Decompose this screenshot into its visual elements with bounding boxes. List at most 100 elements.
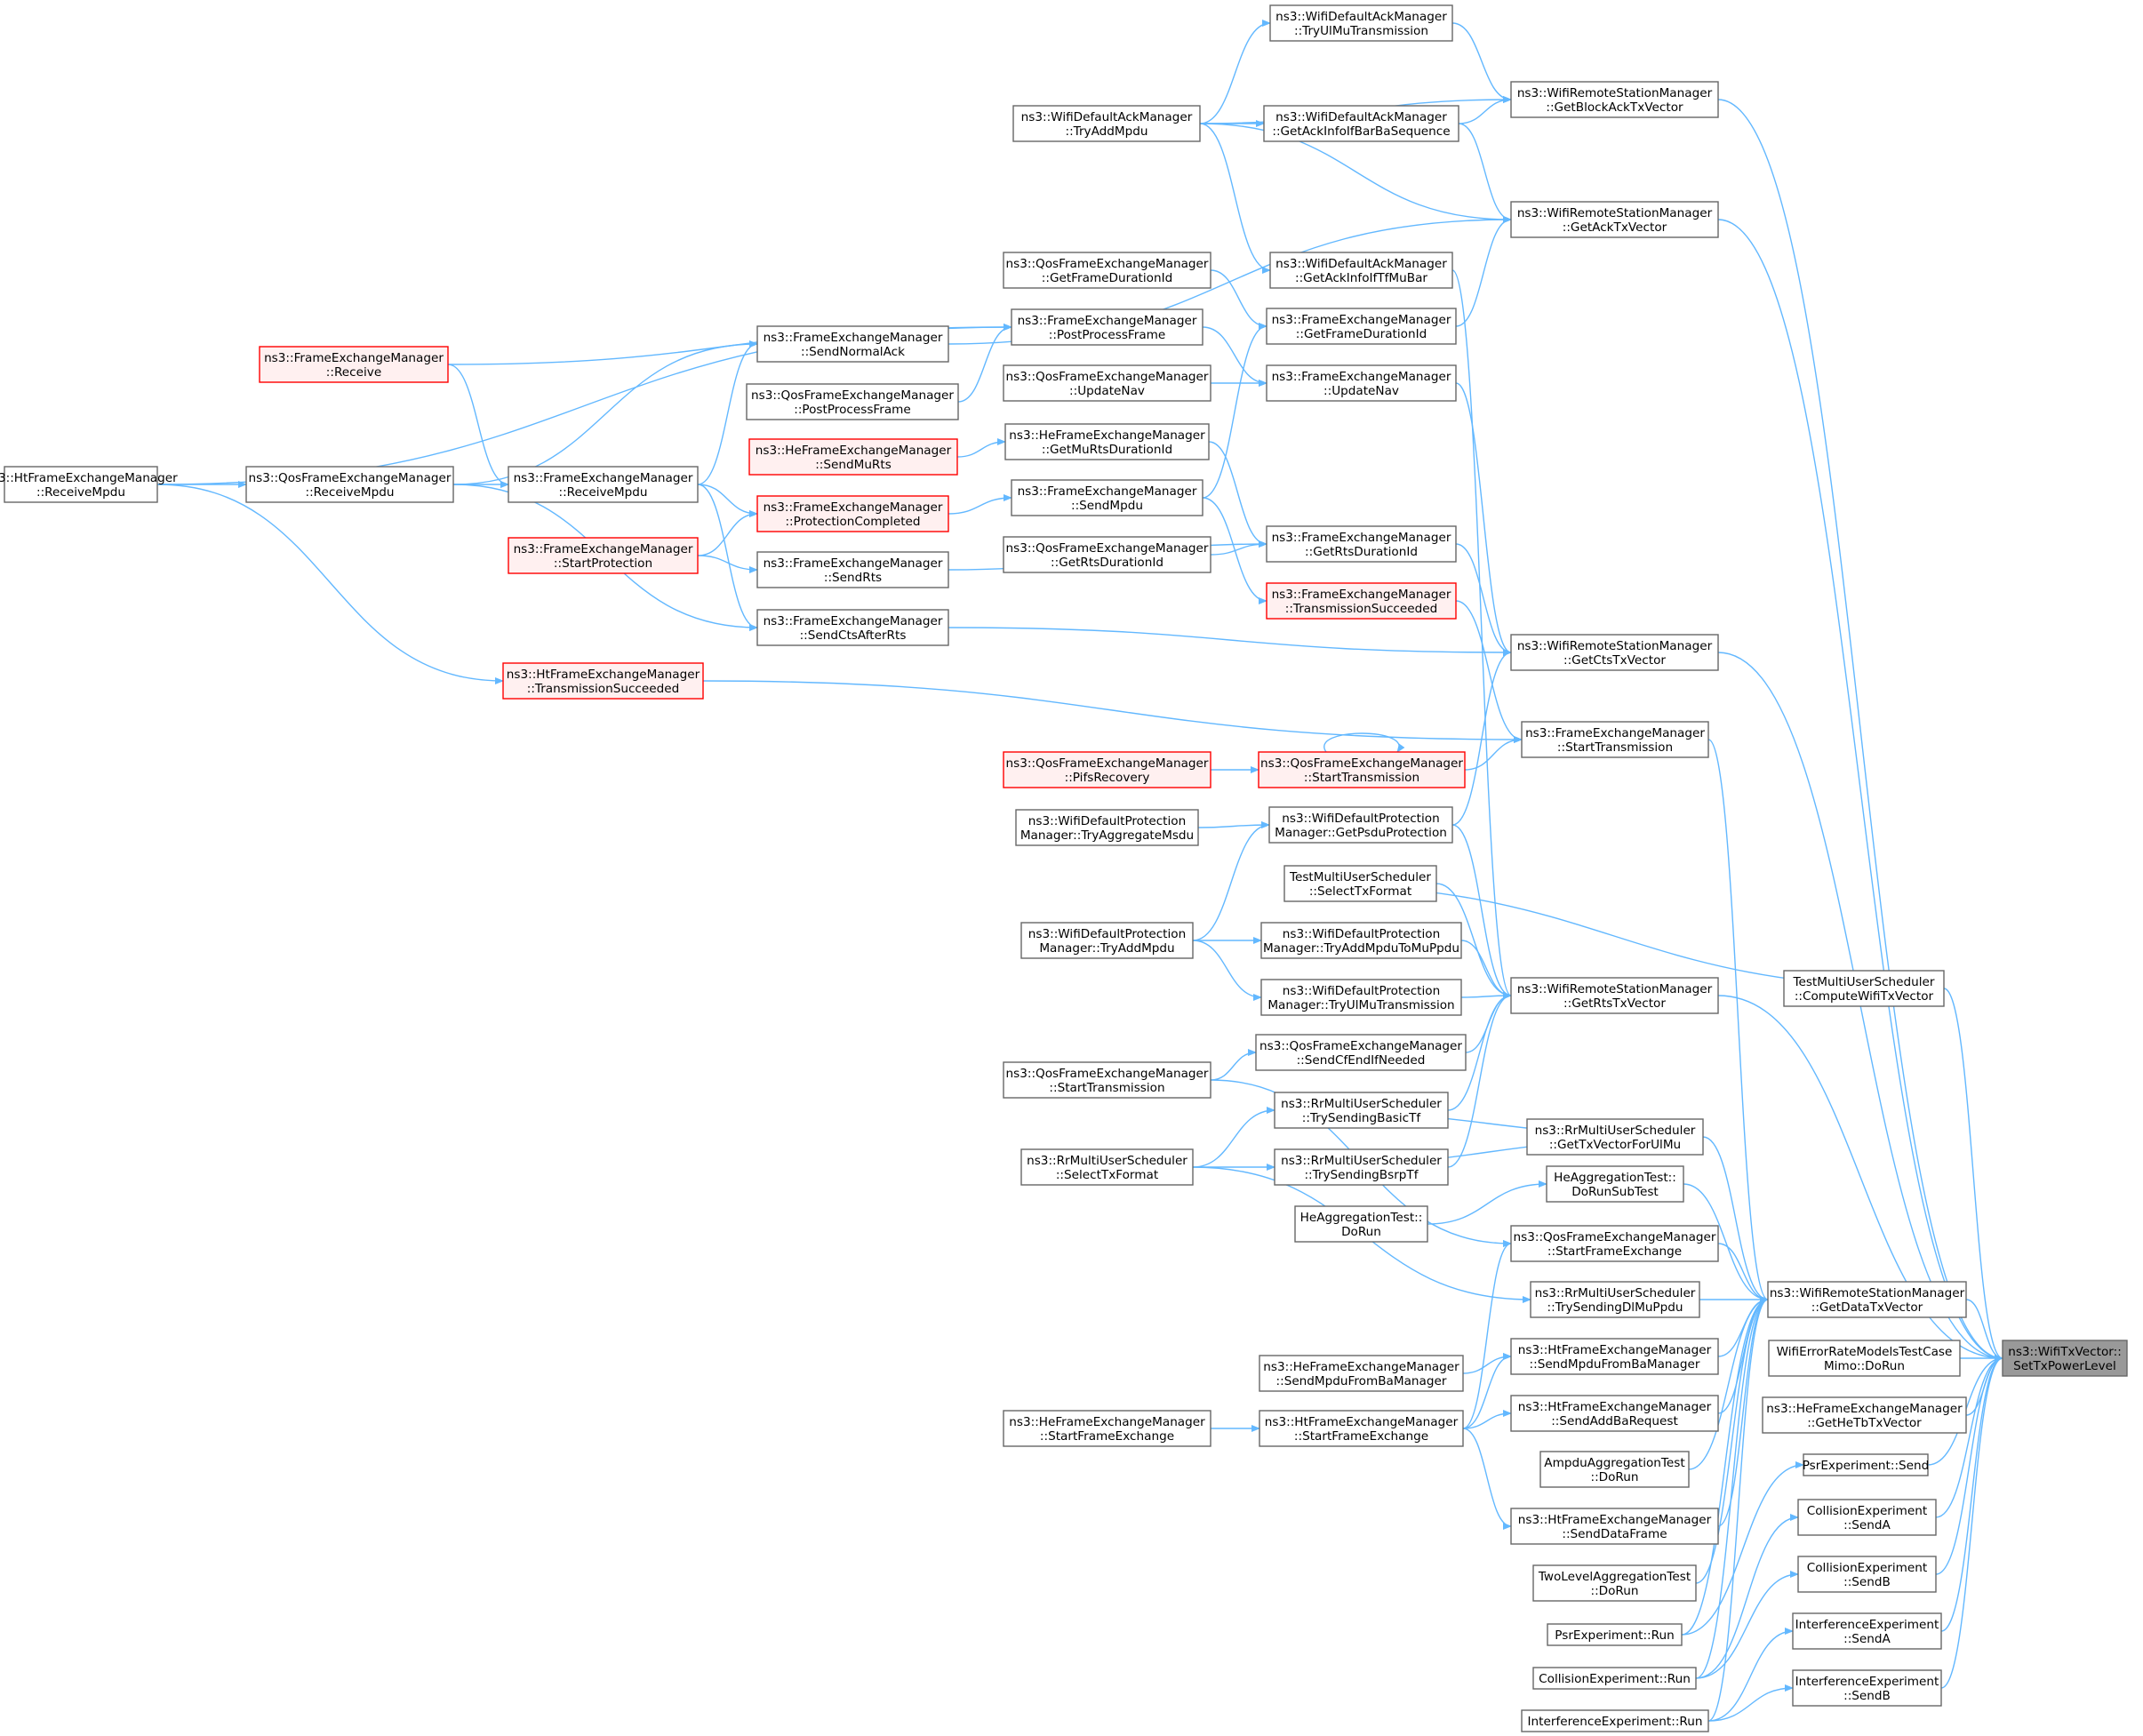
graph-node-htframeexchangemanager-senddataframe[interactable]: ns3::HtFrameExchangeManager::SendDataFra… (1510, 1508, 1719, 1545)
graph-node-collisionexperiment-run[interactable]: CollisionExperiment::Run (1532, 1667, 1697, 1690)
graph-node-ampduaggregationtest-dorun[interactable]: AmpduAggregationTest::DoRun (1539, 1451, 1690, 1488)
node-box (1526, 1118, 1704, 1156)
graph-node-qosframeexchangemanager-getframedurationid[interactable]: ns3::QosFrameExchangeManager::GetFrameDu… (1003, 252, 1211, 289)
call-edge (1458, 96, 1512, 124)
graph-node-frameexchangemanager-protectioncompleted[interactable]: ns3::FrameExchangeManager::ProtectionCom… (756, 495, 949, 532)
graph-node-rrmultiuserscheduler-gettxvectorforulmu[interactable]: ns3::RrMultiUserScheduler::GetTxVectorFo… (1526, 1118, 1704, 1156)
graph-node-wifidefaultackmanager-tryaddmpdu[interactable]: ns3::WifiDefaultAckManager::TryAddMpdu (1012, 105, 1201, 142)
node-box (756, 551, 949, 588)
graph-node-frameexchangemanager-sendnormalack[interactable]: ns3::FrameExchangeManager::SendNormalAck (756, 325, 949, 363)
graph-node-frameexchangemanager-receivempdu[interactable]: ns3::FrameExchangeManager::ReceiveMpdu (508, 466, 699, 503)
graph-node-frameexchangemanager-starttransmission[interactable]: ns3::FrameExchangeManager::StartTransmis… (1521, 721, 1709, 758)
graph-node-qosframeexchangemanager-starttransmission[interactable]: ns3::QosFrameExchangeManager::StartTrans… (1258, 751, 1466, 788)
graph-node-wifiremotestationmanager-getacktxvector[interactable]: ns3::WifiRemoteStationManager::GetAckTxV… (1510, 201, 1719, 238)
graph-node-heaggregationtest-dorunsubtest[interactable]: HeAggregationTest::DoRunSubTest (1546, 1165, 1684, 1203)
graph-node-heframeexchangemanager-sendmurts[interactable]: ns3::HeFrameExchangeManager::SendMuRts (748, 438, 958, 476)
graph-node-frameexchangemanager-getframedurationid[interactable]: ns3::FrameExchangeManager::GetFrameDurat… (1266, 308, 1457, 345)
graph-node-htframeexchangemanager-receivempdu[interactable]: ns3::HtFrameExchangeManager::ReceiveMpdu (0, 466, 178, 503)
graph-node-collisionexperiment-sendb[interactable]: CollisionExperiment::SendB (1797, 1556, 1937, 1593)
graph-node-wifidefaultackmanager-getackinfoifbarbasequence[interactable]: ns3::WifiDefaultAckManager::GetAckInfoIf… (1263, 105, 1459, 142)
graph-node-psrexperiment-send[interactable]: PsrExperiment::Send (1803, 1453, 1930, 1476)
node-box (1510, 1338, 1719, 1375)
call-edge (1451, 269, 1512, 999)
graph-node-qosframeexchangemanager-receivempdu[interactable]: ns3::QosFrameExchangeManager::ReceiveMpd… (245, 466, 454, 503)
node-label: TestMultiUserScheduler (1792, 975, 1934, 989)
graph-node-testmultiuserscheduler-selecttxformat[interactable]: TestMultiUserScheduler::SelectTxFormat (1283, 865, 1437, 902)
graph-node-htframeexchangemanager-sendaddbarequest[interactable]: ns3::HtFrameExchangeManager::SendAddBaRe… (1510, 1395, 1719, 1432)
graph-node-htframeexchangemanager-transmissionsucceeded[interactable]: ns3::HtFrameExchangeManager::Transmissio… (502, 662, 704, 700)
node-label: CollisionExperiment::Run (1539, 1672, 1691, 1686)
graph-node-heaggregationtest-dorun[interactable]: HeAggregationTest::DoRun (1294, 1205, 1428, 1243)
graph-node-interferenceexperiment-senda[interactable]: InterferenceExperiment::SendA (1792, 1612, 1942, 1650)
graph-node-frameexchangemanager-receive[interactable]: ns3::FrameExchangeManager::Receive (259, 346, 449, 383)
graph-node-heframeexchangemanager-sendmpdufrombamanager[interactable]: ns3::HeFrameExchangeManager::SendMpduFro… (1259, 1355, 1464, 1392)
call-edge (1192, 1107, 1275, 1168)
node-label: ::UpdateNav (1323, 384, 1399, 398)
graph-node-qosframeexchangemanager-updatenav[interactable]: ns3::QosFrameExchangeManager::UpdateNav (1003, 364, 1211, 402)
call-edge (1199, 123, 1512, 223)
graph-node-frameexchangemanager-sendctsafterrts[interactable]: ns3::FrameExchangeManager::SendCtsAfterR… (756, 609, 949, 646)
graph-node-frameexchangemanager-postprocessframe[interactable]: ns3::FrameExchangeManager::PostProcessFr… (1011, 308, 1203, 346)
graph-node-qosframeexchangemanager-pifsrecovery[interactable]: ns3::QosFrameExchangeManager::PifsRecove… (1003, 751, 1211, 788)
graph-node-heframeexchangemanager-getmurtsdurationid[interactable]: ns3::HeFrameExchangeManager::GetMuRtsDur… (1004, 423, 1210, 460)
node-box (1768, 1340, 1961, 1377)
node-label: CollisionExperiment (1807, 1504, 1927, 1518)
graph-node-wifiremotestationmanager-getdatatxvector[interactable]: ns3::WifiRemoteStationManager::GetDataTx… (1767, 1281, 1967, 1318)
graph-node-heframeexchangemanager-gethetbtxvector[interactable]: ns3::HeFrameExchangeManager::GetHeTbTxVe… (1762, 1396, 1967, 1434)
node-label: ::SendRts (824, 571, 882, 585)
graph-node-frameexchangemanager-sendmpdu[interactable]: ns3::FrameExchangeManager::SendMpdu (1011, 479, 1203, 516)
graph-node-wifiremotestationmanager-getctstxvector[interactable]: ns3::WifiRemoteStationManager::GetCtsTxV… (1510, 634, 1719, 671)
graph-node-collisionexperiment-senda[interactable]: CollisionExperiment::SendA (1797, 1499, 1937, 1536)
call-edge (697, 340, 758, 485)
node-label: ::TrySendingDlMuPpdu (1547, 1300, 1683, 1315)
graph-node-frameexchangemanager-transmissionsucceeded[interactable]: ns3::FrameExchangeManager::TransmissionS… (1266, 582, 1457, 620)
node-box (1011, 479, 1203, 516)
node-label: ::SendDataFrame (1562, 1527, 1667, 1541)
graph-node-interferenceexperiment-run[interactable]: InterferenceExperiment::Run (1521, 1709, 1709, 1732)
graph-node-wifidefaultackmanager-tryulmutransmission[interactable]: ns3::WifiDefaultAckManager::TryUlMuTrans… (1269, 4, 1453, 42)
graph-node-qosframeexchangemanager-starttransmission[interactable]: ns3::QosFrameExchangeManager::StartTrans… (1003, 1061, 1211, 1099)
call-edge (156, 484, 504, 684)
node-box (1532, 1564, 1697, 1602)
graph-node-wifidefaultprotection-manager-tryaddmpdu[interactable]: ns3::WifiDefaultProtectionManager::TryAd… (1020, 922, 1194, 959)
graph-node-frameexchangemanager-updatenav[interactable]: ns3::FrameExchangeManager::UpdateNav (1266, 364, 1457, 402)
graph-node-wifidefaultprotection-manager-getpsduprotection[interactable]: ns3::WifiDefaultProtectionManager::GetPs… (1268, 806, 1453, 844)
graph-node-wifidefaultackmanager-getackinfoiftfmubar[interactable]: ns3::WifiDefaultAckManager::GetAckInfoIf… (1269, 252, 1453, 289)
node-label: ns3::FrameExchangeManager (1272, 313, 1451, 327)
graph-node-heframeexchangemanager-startframeexchange[interactable]: ns3::HeFrameExchangeManager::StartFrameE… (1003, 1410, 1211, 1447)
graph-node-wifidefaultprotection-manager-tryaddmpdutomuppdu[interactable]: ns3::WifiDefaultProtectionManager::TryAd… (1260, 922, 1462, 959)
graph-node-frameexchangemanager-startprotection[interactable]: ns3::FrameExchangeManager::StartProtecti… (508, 537, 699, 574)
node-box (1003, 536, 1211, 573)
graph-node-wifidefaultprotection-manager-tryaggregatemsdu[interactable]: ns3::WifiDefaultProtectionManager::TryAg… (1015, 809, 1199, 846)
graph-node-rrmultiuserscheduler-trysendingdlmuppdu[interactable]: ns3::RrMultiUserScheduler::TrySendingDlM… (1530, 1281, 1700, 1318)
graph-node-interferenceexperiment-sendb[interactable]: InterferenceExperiment::SendB (1792, 1669, 1942, 1707)
node-label: ns3::WifiDefaultProtection (1028, 814, 1186, 828)
graph-node-rrmultiuserscheduler-trysendingbsrptf[interactable]: ns3::RrMultiUserScheduler::TrySendingBsr… (1274, 1148, 1449, 1186)
graph-node-rrmultiuserscheduler-selecttxformat[interactable]: ns3::RrMultiUserScheduler::SelectTxForma… (1020, 1148, 1194, 1186)
node-label: ::SendA (1843, 1632, 1891, 1646)
graph-node-testmultiuserscheduler-computewifitxvector[interactable]: TestMultiUserScheduler::ComputeWifiTxVec… (1783, 970, 1945, 1007)
graph-node-htframeexchangemanager-startframeexchange[interactable]: ns3::HtFrameExchangeManager::StartFrameE… (1259, 1410, 1464, 1447)
call-edge (1202, 497, 1267, 604)
graph-node-qosframeexchangemanager-sendcfendifneeded[interactable]: ns3::QosFrameExchangeManager::SendCfEndI… (1255, 1034, 1467, 1071)
graph-node-frameexchangemanager-sendrts[interactable]: ns3::FrameExchangeManager::SendRts (756, 551, 949, 588)
graph-node-qosframeexchangemanager-getrtsdurationid[interactable]: ns3::QosFrameExchangeManager::GetRtsDura… (1003, 536, 1211, 573)
call-edge (1681, 1461, 1804, 1636)
node-label: ns3::FrameExchangeManager (1272, 531, 1451, 545)
graph-node-wifiremotestationmanager-getrtstxvector[interactable]: ns3::WifiRemoteStationManager::GetRtsTxV… (1510, 977, 1719, 1014)
node-label: ::StartFrameExchange (1294, 1429, 1428, 1444)
graph-node-frameexchangemanager-getrtsdurationid[interactable]: ns3::FrameExchangeManager::GetRtsDuratio… (1266, 525, 1457, 563)
graph-node-qosframeexchangemanager-startframeexchange[interactable]: ns3::QosFrameExchangeManager::StartFrame… (1510, 1225, 1719, 1262)
graph-node-wifiremotestationmanager-getblockacktxvector[interactable]: ns3::WifiRemoteStationManager::GetBlockA… (1510, 81, 1719, 118)
graph-node-psrexperiment-run[interactable]: PsrExperiment::Run (1547, 1623, 1683, 1646)
graph-node-twolevelaggregationtest-dorun[interactable]: TwoLevelAggregationTest::DoRun (1532, 1564, 1697, 1602)
graph-node-htframeexchangemanager-sendmpdufrombamanager[interactable]: ns3::HtFrameExchangeManager::SendMpduFro… (1510, 1338, 1719, 1375)
node-box (1004, 423, 1210, 460)
node-label: ns3::WifiRemoteStationManager (1770, 1286, 1965, 1300)
node-box (1803, 1453, 1929, 1476)
graph-node-wifidefaultprotection-manager-tryulmutransmission[interactable]: ns3::WifiDefaultProtectionManager::TryUl… (1260, 979, 1462, 1016)
nodes-layer: ns3::WifiTxVector::SetTxPowerLevelns3::W… (0, 4, 2128, 1732)
graph-node-qosframeexchangemanager-postprocessframe[interactable]: ns3::QosFrameExchangeManager::PostProces… (746, 383, 959, 420)
graph-node-rrmultiuserscheduler-trysendingbasictf[interactable]: ns3::RrMultiUserScheduler::TrySendingBas… (1274, 1092, 1449, 1129)
